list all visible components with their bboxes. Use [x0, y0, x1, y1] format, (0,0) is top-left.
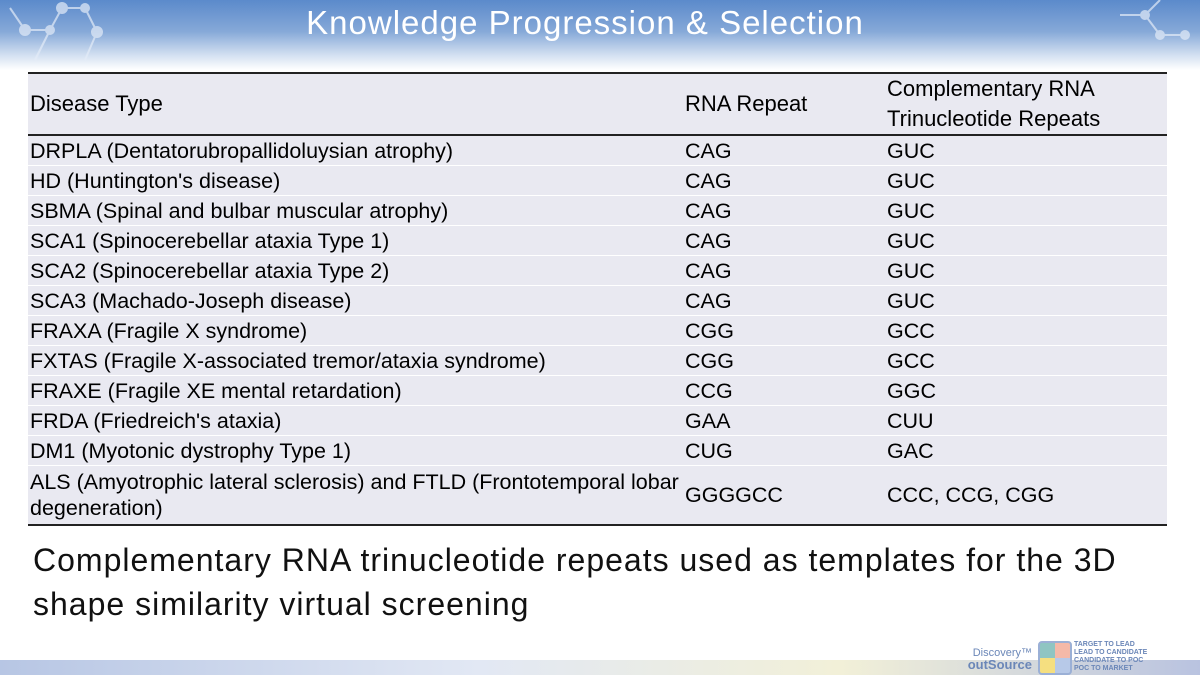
rna-repeat-cell: GAA [683, 405, 885, 436]
complementary-repeat-cell: GUC [885, 135, 1167, 166]
slide-caption: Complementary RNA trinucleotide repeats … [33, 542, 1117, 622]
complementary-repeat-cell: GCC [885, 315, 1167, 346]
table-row: ALS (Amyotrophic lateral sclerosis) and … [28, 465, 1167, 526]
rna-repeat-cell: CCG [683, 375, 885, 406]
table-row: FXTAS (Fragile X-associated tremor/ataxi… [28, 345, 1167, 376]
complementary-repeat-cell: CUU [885, 405, 1167, 436]
complementary-repeat-cell: GUC [885, 195, 1167, 226]
complementary-repeat-cell: GUC [885, 285, 1167, 316]
complementary-repeat-cell: CCC, CCG, CGG [885, 465, 1167, 526]
complementary-repeat-cell: GUC [885, 165, 1167, 196]
slide-title: Knowledge Progression & Selection [306, 4, 864, 41]
complementary-repeat-cell: GCC [885, 345, 1167, 376]
disease-type-cell: SBMA (Spinal and bulbar muscular atrophy… [28, 195, 683, 226]
disease-type-cell: ALS (Amyotrophic lateral sclerosis) and … [28, 465, 683, 526]
rna-repeat-cell: CGG [683, 315, 885, 346]
column-header-rna-repeat: RNA Repeat [683, 72, 885, 136]
rna-repeat-cell: CUG [683, 435, 885, 466]
disease-type-cell: FRDA (Friedreich's ataxia) [28, 405, 683, 436]
rna-repeat-cell: CAG [683, 285, 885, 316]
logo-mark-icon [1038, 641, 1072, 675]
disease-type-cell: HD (Huntington's disease) [28, 165, 683, 196]
rna-repeat-cell: CGG [683, 345, 885, 376]
table-row: SBMA (Spinal and bulbar muscular atrophy… [28, 195, 1167, 226]
table-header-row: Disease Type RNA Repeat Complementary RN… [28, 72, 1167, 136]
tagline-line: Candidate to PoC [1074, 657, 1144, 664]
molecule-decoration-icon [9, 0, 1190, 61]
slide-header: Knowledge Progression & Selection [0, 0, 1200, 70]
disease-type-cell: FRAXA (Fragile X syndrome) [28, 315, 683, 346]
rna-repeat-cell: CAG [683, 195, 885, 226]
disease-type-cell: DRPLA (Dentatorubropallidoluysian atroph… [28, 135, 683, 166]
rna-repeat-cell: CAG [683, 255, 885, 286]
rna-repeat-cell: CAG [683, 225, 885, 256]
disease-type-cell: SCA3 (Machado-Joseph disease) [28, 285, 683, 316]
logo-brand-top: Discovery™ [972, 647, 1032, 659]
complementary-repeat-cell: GAC [885, 435, 1167, 466]
footer-bar [0, 660, 1200, 675]
table-row: DRPLA (Dentatorubropallidoluysian atroph… [28, 135, 1167, 166]
complementary-repeat-cell: GUC [885, 225, 1167, 256]
complementary-repeat-cell: GUC [885, 255, 1167, 286]
table-row: FRAXE (Fragile XE mental retardation)CCG… [28, 375, 1167, 406]
rna-repeat-cell: GGGGCC [683, 465, 885, 526]
disease-type-cell: FXTAS (Fragile X-associated tremor/ataxi… [28, 345, 683, 376]
logo-tagline: Target to Lead Lead to Candidate Candida… [1074, 641, 1147, 673]
rna-repeat-cell: CAG [683, 165, 885, 196]
tagline-line: Target to Lead [1074, 641, 1135, 648]
disease-type-cell: SCA1 (Spinocerebellar ataxia Type 1) [28, 225, 683, 256]
column-header-complementary: Complementary RNA Trinucleotide Repeats [885, 72, 1167, 136]
column-header-disease-type: Disease Type [28, 72, 683, 136]
tagline-line: PoC to Market [1074, 665, 1133, 672]
disease-type-cell: DM1 (Myotonic dystrophy Type 1) [28, 435, 683, 466]
rna-repeat-cell: CAG [683, 135, 885, 166]
disease-type-cell: FRAXE (Fragile XE mental retardation) [28, 375, 683, 406]
disease-repeat-table: Disease Type RNA Repeat Complementary RN… [28, 72, 1167, 526]
disease-type-cell: SCA2 (Spinocerebellar ataxia Type 2) [28, 255, 683, 286]
tagline-line: Lead to Candidate [1074, 649, 1148, 656]
complementary-repeat-cell: GGC [885, 375, 1167, 406]
logo-brand-bottom: outSource [967, 657, 1032, 672]
